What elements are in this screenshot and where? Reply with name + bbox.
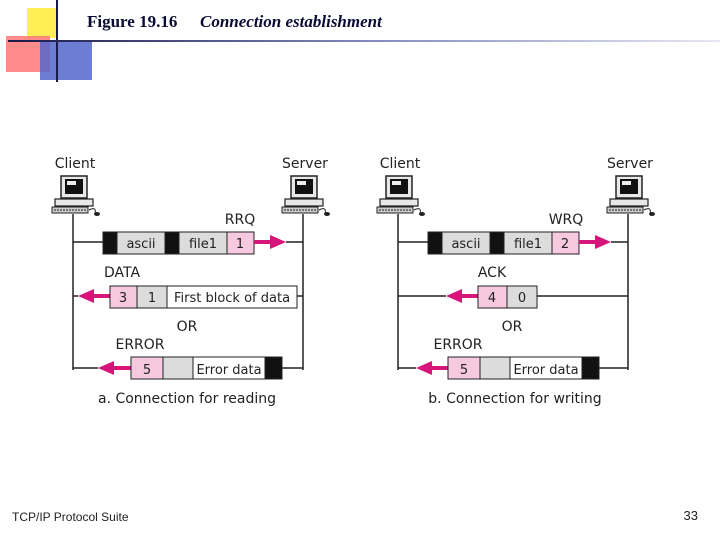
data-opcode: 3	[119, 291, 127, 306]
data-packet: 3 1 First block of data	[73, 285, 303, 309]
rrq-label: RRQ	[225, 212, 255, 228]
data-payload: First block of data	[174, 291, 290, 306]
client-label-a: Client	[55, 156, 96, 172]
client-label-b: Client	[380, 156, 421, 172]
error-packet-b: 5 Error data	[398, 356, 628, 380]
wrq-label: WRQ	[549, 212, 584, 228]
or-label-a: OR	[177, 319, 198, 335]
server-label-b: Server	[607, 156, 653, 172]
decor-blue-square	[40, 40, 92, 80]
rrq-mode: ascii	[126, 237, 155, 252]
figure-label: Figure 19.16	[87, 12, 178, 31]
server-computer-icon-a	[281, 175, 331, 217]
rrq-packet: ascii file1 1	[73, 231, 303, 255]
ack-packet: 4 0	[398, 285, 628, 309]
error-opcode-b: 5	[460, 363, 468, 378]
caption-a: a. Connection for reading	[98, 391, 276, 407]
client-computer-icon-b	[376, 175, 426, 217]
ack-block: 0	[518, 291, 526, 306]
error-packet-a: 5 Error data	[73, 356, 303, 380]
data-label: DATA	[104, 265, 140, 281]
wrq-packet: ascii file1 2	[398, 231, 628, 255]
server-computer-icon-b	[606, 175, 656, 217]
caption-b: b. Connection for writing	[428, 391, 601, 407]
page-number: 33	[683, 508, 698, 523]
wrq-mode: ascii	[451, 237, 480, 252]
footer-book-title: TCP/IP Protocol Suite	[12, 510, 129, 524]
error-label-a: ERROR	[115, 337, 164, 353]
diagram-b: Client Server WRQ ascii file1 2 ACK	[376, 156, 656, 407]
rrq-file: file1	[189, 237, 217, 252]
wrq-opcode: 2	[561, 237, 569, 252]
figure-title: Connection establishment	[200, 12, 382, 31]
wrq-file: file1	[514, 237, 542, 252]
decor-yellow-square	[27, 8, 57, 38]
decor-horizontal-rule	[8, 40, 720, 42]
error-opcode-a: 5	[143, 363, 151, 378]
client-computer-icon-a	[51, 175, 101, 217]
ack-label: ACK	[478, 265, 507, 281]
error-payload-a: Error data	[196, 363, 261, 378]
error-payload-b: Error data	[513, 363, 578, 378]
ack-opcode: 4	[488, 291, 496, 306]
server-label-a: Server	[282, 156, 328, 172]
error-label-b: ERROR	[433, 337, 482, 353]
rrq-opcode: 1	[236, 237, 244, 252]
or-label-b: OR	[502, 319, 523, 335]
data-block: 1	[148, 291, 156, 306]
diagram-a: Client Server RRQ ascii file1 1 DATA	[51, 156, 331, 407]
